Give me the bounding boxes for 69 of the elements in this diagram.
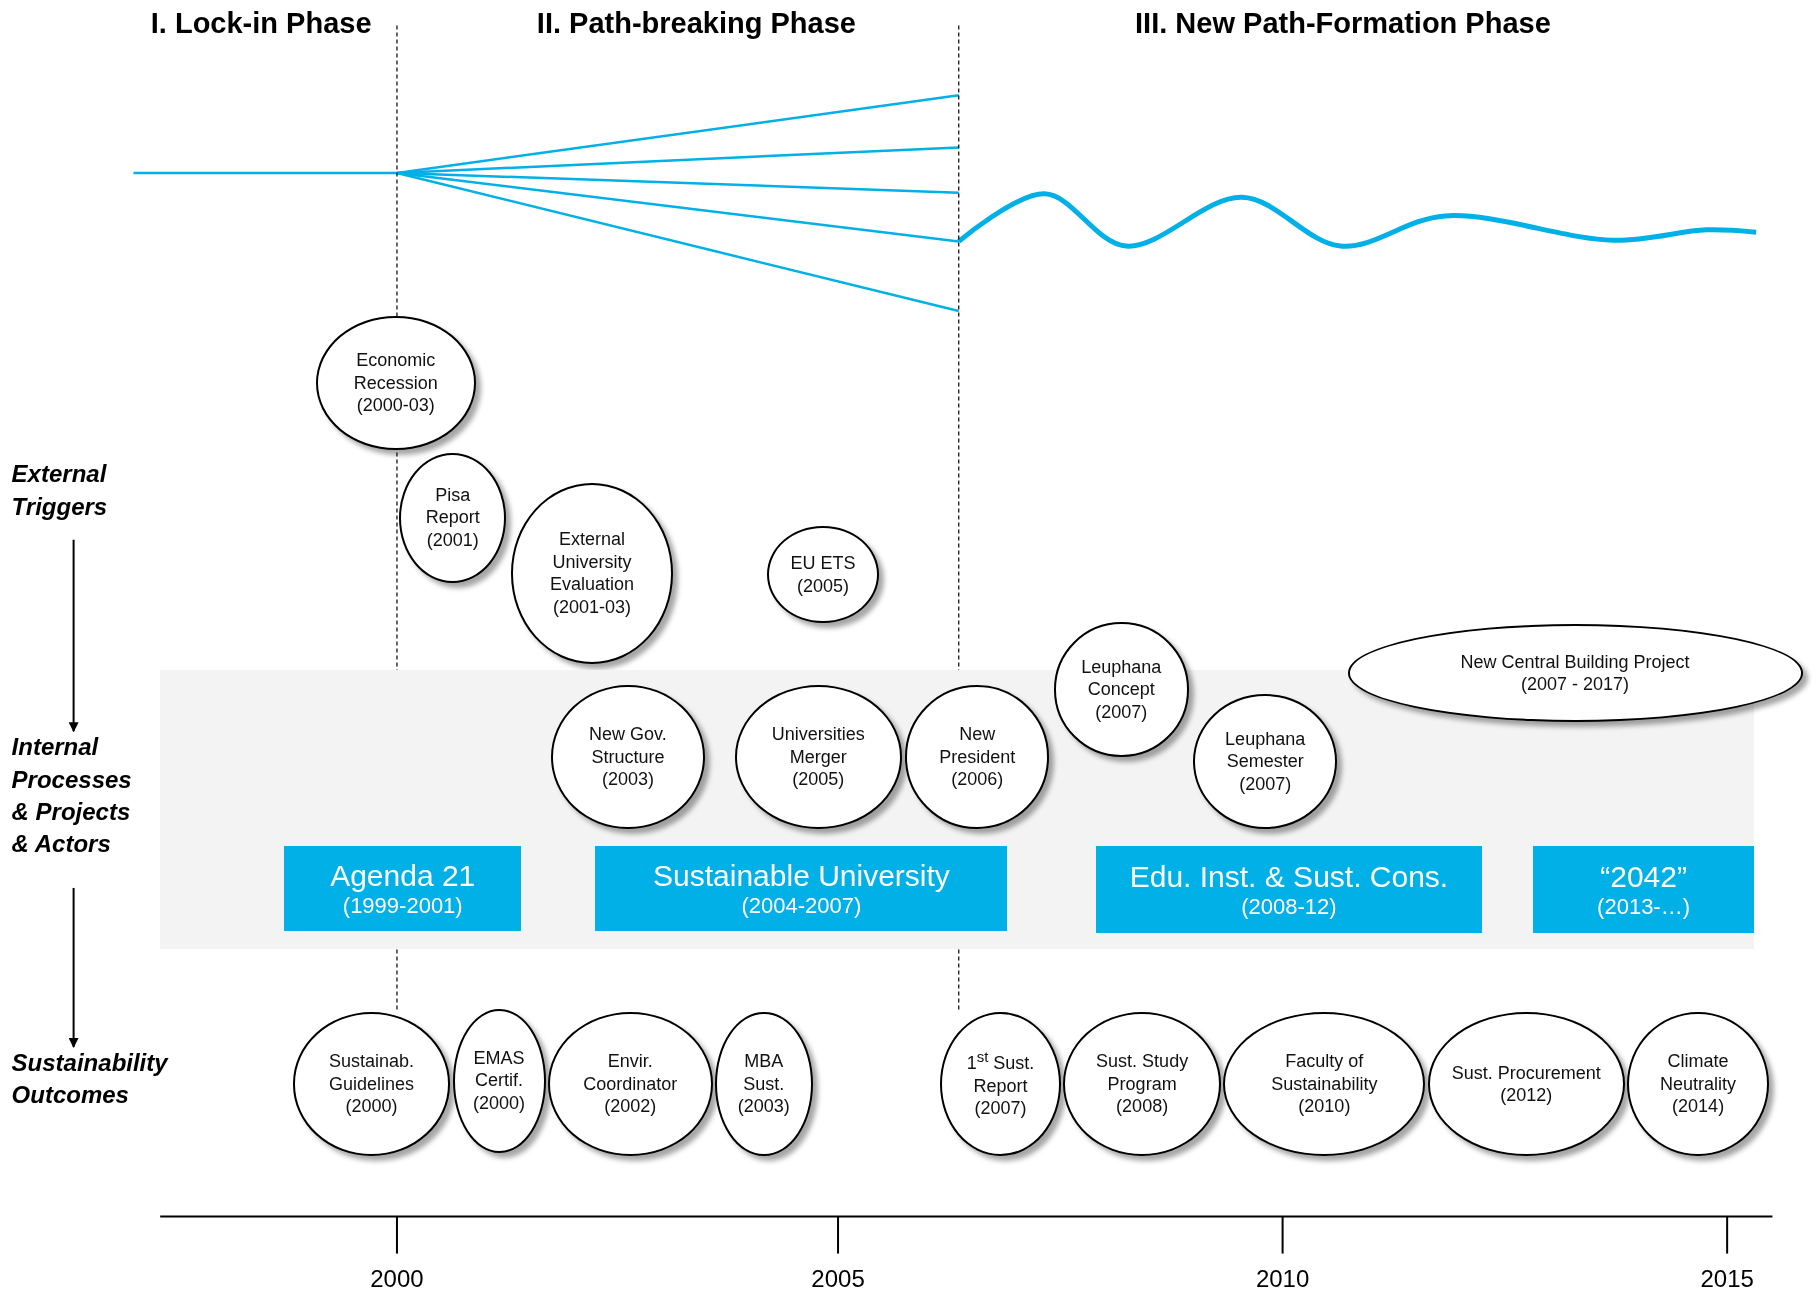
- node-label: Universities Merger: [770, 723, 866, 768]
- node-label: EMAS Certif.: [472, 1046, 526, 1092]
- row-heading: Internal Processes & Projects & Actors: [11, 731, 147, 888]
- node-label: (2014): [1672, 1095, 1725, 1118]
- node-label: (2013-…): [1597, 894, 1690, 920]
- node-label: (2003): [601, 768, 654, 791]
- node-label: (2007): [1095, 700, 1148, 724]
- node-label: EU ETS: [790, 552, 856, 575]
- node-label: (2002): [604, 1095, 657, 1118]
- row-heading: Sustainability Outcomes: [11, 1046, 209, 1129]
- node-label: New President: [938, 723, 1017, 768]
- year-tick-label: 2005: [811, 1265, 865, 1294]
- node-label: New Gov. Structure: [588, 723, 668, 768]
- node-label: External University Evaluation: [548, 528, 635, 596]
- node-label: Edu. Inst. & Sust. Cons.: [1129, 859, 1449, 895]
- phase-box: [1533, 846, 1754, 934]
- phase-box: [595, 846, 1008, 931]
- node-label: (2000): [473, 1091, 526, 1115]
- node-label: (2006): [951, 768, 1004, 791]
- phase-heading: III. New Path-Formation Phase: [1135, 6, 1551, 40]
- node-label: Sustainable University: [653, 858, 950, 894]
- node-label: MBA Sust.: [742, 1050, 786, 1096]
- event-ellipse: [547, 1012, 713, 1157]
- node-label: (2000): [345, 1095, 398, 1118]
- node-label: Faculty of Sustainability: [1270, 1050, 1379, 1096]
- node-label: Agenda 21: [330, 858, 476, 894]
- node-label: Sust. Procurement: [1451, 1061, 1601, 1085]
- node-label: (2008-12): [1241, 894, 1337, 920]
- node-label: Sustainab. Guidelines: [327, 1050, 415, 1096]
- event-ellipse: [510, 482, 674, 664]
- node-label: (2008): [1116, 1095, 1169, 1118]
- node-label: (2007): [974, 1097, 1027, 1120]
- node-label: (2010): [1298, 1095, 1351, 1118]
- node-label: New Central Building Project: [1460, 650, 1690, 674]
- event-ellipse: [399, 452, 507, 583]
- year-tick-label: 2000: [370, 1265, 424, 1294]
- node-label: (2001): [426, 528, 479, 552]
- phase-heading: I. Lock-in Phase: [150, 6, 372, 40]
- event-ellipse: [1053, 622, 1189, 757]
- node-label: Leuphana Semester: [1224, 727, 1307, 773]
- phase-heading: II. Path-breaking Phase: [536, 6, 856, 40]
- node-label: (1999-2001): [342, 893, 463, 919]
- node-label: Pisa Report: [424, 483, 481, 529]
- node-label: Climate Neutrality: [1659, 1050, 1738, 1096]
- phase-box: [284, 846, 522, 931]
- arrow: [68, 886, 79, 1048]
- node-label: 1$^{st}$ Sust. Report: [965, 1048, 1036, 1098]
- node-label: Economic Recession: [352, 349, 439, 395]
- node-label: Envir. Coordinator: [582, 1050, 679, 1096]
- node-label: Sust. Study Program: [1095, 1050, 1190, 1096]
- event-ellipse: [1193, 694, 1338, 829]
- year-tick-label: 2010: [1255, 1265, 1310, 1294]
- event-ellipse: [1063, 1012, 1222, 1157]
- node-label: “2042”: [1600, 859, 1687, 895]
- node-label: (2005): [796, 574, 849, 598]
- event-ellipse: [452, 1008, 546, 1153]
- arrow: [68, 538, 79, 733]
- node-label: (2003): [737, 1095, 790, 1118]
- node-label: (2005): [792, 768, 845, 791]
- node-label: (2012): [1500, 1084, 1553, 1107]
- node-label: (2000-03): [356, 394, 435, 417]
- node-label: Leuphana Concept: [1080, 655, 1163, 701]
- node-label: (2007): [1239, 772, 1292, 796]
- year-tick-label: 2015: [1700, 1265, 1754, 1294]
- row-heading: External Triggers: [11, 458, 140, 540]
- node-label: (2007 - 2017): [1521, 673, 1630, 696]
- phase-box: [1095, 846, 1483, 934]
- node-label: (2004-2007): [741, 893, 862, 919]
- node-label: (2001-03): [552, 595, 631, 619]
